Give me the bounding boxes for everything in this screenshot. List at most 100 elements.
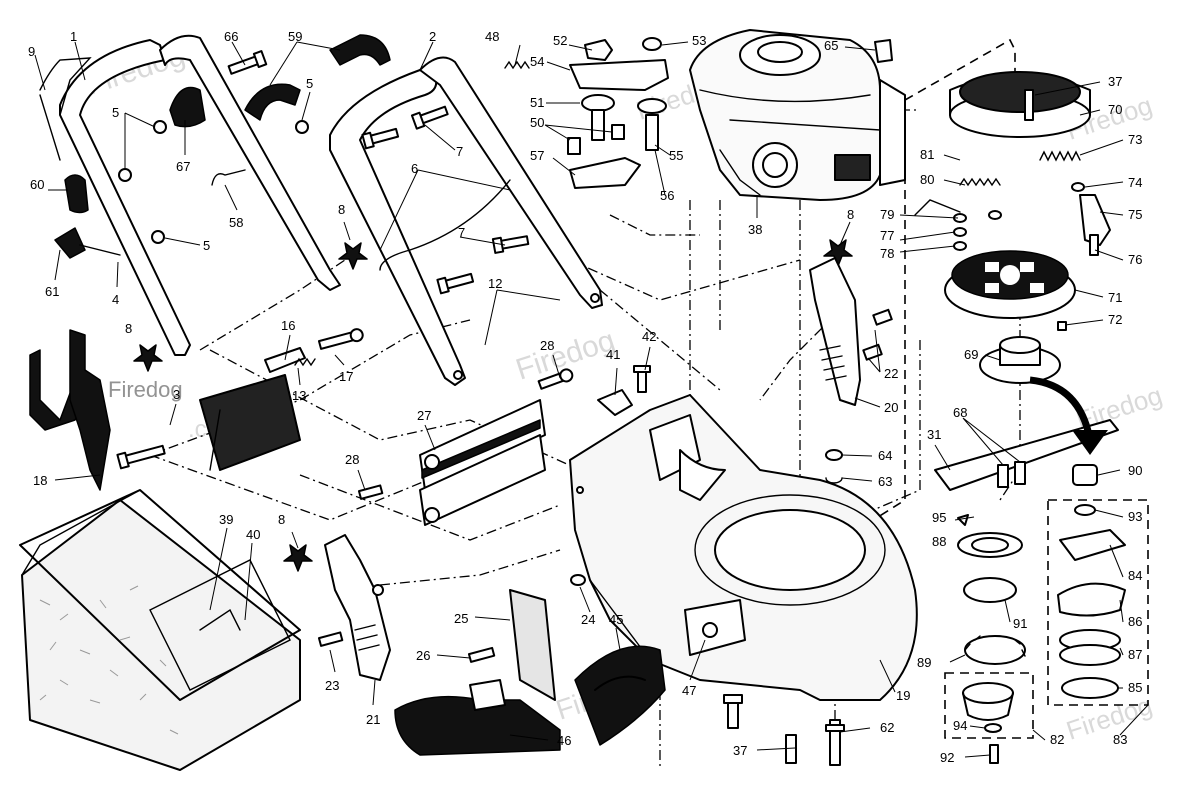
callout-label: 26	[416, 648, 430, 663]
callout-label: 4	[112, 292, 119, 307]
callout-label: 57	[530, 148, 544, 163]
callout-label: 7	[458, 225, 465, 240]
callout-label: 3	[173, 387, 180, 402]
callout-label: 21	[366, 712, 380, 727]
callout-label: 67	[176, 159, 190, 174]
callout-label: 38	[748, 222, 762, 237]
callout-label: 42	[642, 329, 656, 344]
callout-label: 37	[733, 743, 747, 758]
callout-label: 94	[953, 718, 967, 733]
callout-label: 40	[246, 527, 260, 542]
callout-label: 19	[896, 688, 910, 703]
callout-label: 28	[345, 452, 359, 467]
callout-label: 85	[1128, 680, 1142, 695]
callout-label: 27	[417, 408, 431, 423]
callout-label: 65	[824, 38, 838, 53]
callout-label: 95	[932, 510, 946, 525]
callout-label: 31	[927, 427, 941, 442]
callout-label: 8	[847, 207, 854, 222]
kit-box	[944, 672, 1034, 739]
callout-label: 7	[456, 144, 463, 159]
callout-label: 52	[553, 33, 567, 48]
engine	[689, 29, 906, 201]
callout-label: 18	[33, 473, 47, 488]
callout-label: 20	[884, 400, 898, 415]
control-cable	[379, 179, 511, 271]
flywheel-cup	[949, 71, 1091, 138]
callout-label: 75	[1128, 207, 1142, 222]
callout-label: 48	[485, 29, 499, 44]
callout-label: 61	[45, 284, 59, 299]
watermark-text: Firedog	[1063, 690, 1156, 746]
callout-label: 76	[1128, 252, 1142, 267]
callout-label: 5	[112, 105, 119, 120]
rear-guard	[29, 328, 364, 491]
callout-label: 71	[1108, 290, 1122, 305]
callout-label: 80	[920, 172, 934, 187]
callout-label: 66	[224, 29, 238, 44]
callout-labels: 1 2 3 4 5 5 5 6 7 7 8 8 8 8 9 12 13 16 1…	[28, 29, 1142, 765]
height-adjuster-rear	[317, 534, 496, 681]
callout-label: 12	[488, 276, 502, 291]
leader-lines	[34, 41, 1149, 758]
top-left-hardware	[54, 34, 853, 572]
arrow-head-icon	[1072, 430, 1108, 455]
arrow-icon	[1029, 376, 1094, 441]
callout-label: 73	[1128, 132, 1142, 147]
callout-label: 64	[878, 448, 892, 463]
callout-label: 90	[1128, 463, 1142, 478]
callout-label: 13	[292, 388, 306, 403]
mower-blade	[934, 419, 1119, 491]
callout-label: 8	[338, 202, 345, 217]
callout-label: 70	[1108, 102, 1122, 117]
callout-label: 91	[1013, 616, 1027, 631]
grass-catcher	[19, 489, 301, 771]
blade-adapter	[979, 336, 1061, 384]
bottom-bolts	[723, 694, 845, 766]
callout-label: 28	[540, 338, 554, 353]
washer	[825, 449, 843, 461]
callout-label: 25	[454, 611, 468, 626]
callout-label: 53	[692, 33, 706, 48]
callout-label: 5	[203, 238, 210, 253]
callout-label: 2	[429, 29, 436, 44]
callout-label: 9	[28, 44, 35, 59]
callout-label: 78	[880, 246, 894, 261]
callout-label: 8	[125, 321, 132, 336]
rear-deflector	[357, 368, 574, 526]
callout-label: 93	[1128, 509, 1142, 524]
callout-label: 45	[609, 612, 623, 627]
callout-label: 1	[70, 29, 77, 44]
callout-label: 89	[917, 655, 931, 670]
callout-label: 79	[880, 207, 894, 222]
callout-label: 55	[669, 148, 683, 163]
callout-label: 5	[306, 76, 313, 91]
callout-label: 63	[878, 474, 892, 489]
callout-label: 23	[325, 678, 339, 693]
callout-label: 24	[581, 612, 595, 627]
watermark-text: Firedog	[108, 377, 183, 402]
clip	[825, 477, 843, 484]
callout-label: 16	[281, 318, 295, 333]
callout-label: 46	[557, 733, 571, 748]
height-adjuster-front	[809, 257, 893, 406]
callout-label: 84	[1128, 568, 1142, 583]
upper-handle	[39, 34, 341, 356]
callout-label: 54	[530, 54, 544, 69]
callout-label: 82	[1050, 732, 1064, 747]
callout-label: 92	[940, 750, 954, 765]
spring	[1039, 150, 1081, 162]
callout-label: 88	[932, 534, 946, 549]
callout-label: 86	[1128, 614, 1142, 629]
callout-label: 41	[606, 347, 620, 362]
spring	[959, 177, 1001, 187]
callout-label: 74	[1128, 175, 1142, 190]
callout-label: 58	[229, 215, 243, 230]
callout-label: 69	[964, 347, 978, 362]
callout-label: 37	[1108, 74, 1122, 89]
callout-label: 77	[880, 228, 894, 243]
callout-label: 50	[530, 115, 544, 130]
retainer	[597, 389, 633, 416]
callout-label: 56	[660, 188, 674, 203]
